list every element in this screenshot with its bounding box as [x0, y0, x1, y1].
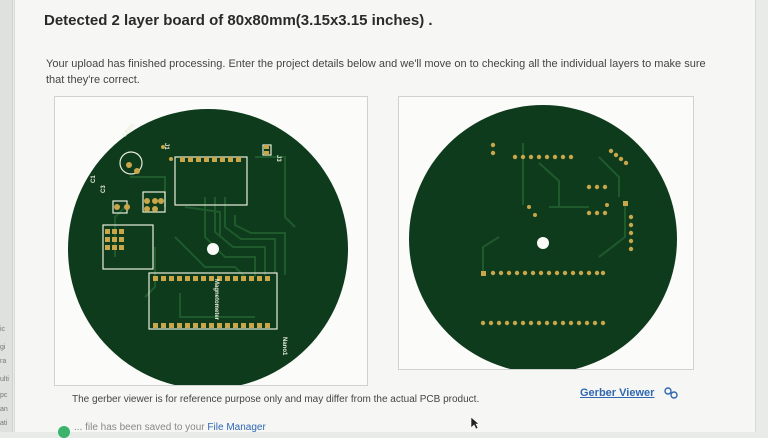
page-title: Detected 2 layer board of 80x80mm(3.15x3…	[44, 12, 433, 29]
viewer-disclaimer: The gerber viewer is for reference purpo…	[72, 394, 480, 405]
sidebar-fragment: ulti	[0, 376, 9, 383]
sidebar-fragment: ra	[0, 358, 7, 365]
pads	[480, 142, 634, 326]
sidebar-fragment: ati	[0, 420, 8, 427]
bottom-layer-viewer[interactable]	[398, 96, 694, 370]
success-icon	[58, 426, 70, 438]
upload-description: Your upload has finished processing. Ent…	[46, 58, 706, 86]
sidebar-fragment: ic	[0, 326, 6, 333]
gerber-viewer-link[interactable]: Gerber Viewer	[580, 387, 655, 399]
silk-label-c3: C3	[101, 185, 107, 193]
mounting-hole	[207, 243, 219, 255]
sidebar-fragment: gi	[0, 344, 6, 351]
sidebar-fragment: pc	[0, 392, 8, 399]
traces	[482, 143, 626, 273]
file-saved-message: ... file has been saved to your File Man…	[74, 422, 266, 433]
top-layer-viewer[interactable]: LED1 C3 J3 J1 C1 Magnetometer Nano1	[54, 96, 368, 386]
sidebar-fragment: an	[0, 406, 8, 413]
file-manager-link[interactable]: File Manager	[207, 422, 266, 433]
external-link-icon[interactable]	[664, 387, 678, 399]
file-saved-text: ... file has been saved to your	[74, 422, 205, 433]
silk-label-magnetometer: Magnetometer	[213, 279, 219, 321]
left-sidebar-strip: ic gi ra ulti pc an ati	[0, 0, 13, 432]
silk-label-j3: J3	[275, 155, 281, 162]
silk-label-j1: J1	[163, 143, 169, 150]
traces	[114, 156, 296, 318]
bottom-layer-pcb-render	[409, 105, 677, 369]
pads	[105, 145, 270, 328]
mouse-cursor-icon	[470, 416, 480, 430]
top-layer-pcb-render: LED1 C3 J3 J1 C1 Magnetometer Nano1	[68, 109, 348, 385]
mounting-hole	[537, 237, 549, 249]
silk-label-nano1: Nano1	[281, 337, 287, 356]
silk-label-c1: C1	[91, 175, 97, 183]
